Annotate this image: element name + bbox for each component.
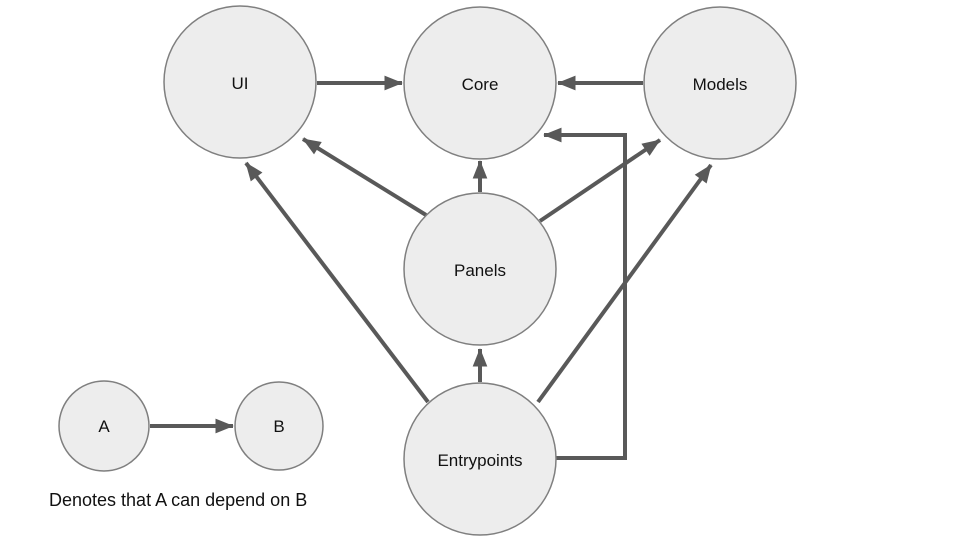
edges-group (244, 75, 713, 460)
edge-panels-to-models (538, 138, 662, 223)
edge-entrypoints-to-ui (244, 161, 430, 404)
node-ui-label: UI (232, 74, 249, 93)
legend-caption: Denotes that A can depend on B (49, 490, 307, 510)
node-models-label: Models (693, 75, 748, 94)
legend-node-a-circle (58, 380, 150, 472)
node-entrypoints: Entrypoints (403, 382, 557, 536)
node-panels-label: Panels (454, 261, 506, 280)
node-entrypoints-circle (403, 382, 557, 536)
legend: A B Denotes that A can depend on B (49, 380, 324, 510)
node-panels-circle (403, 192, 557, 346)
edge-entrypoints-to-core-elbow (543, 127, 627, 460)
node-models-circle (643, 6, 797, 160)
node-core-circle (403, 6, 557, 160)
node-panels: Panels (403, 192, 557, 346)
node-core: Core (403, 6, 557, 160)
legend-node-b-circle (234, 381, 324, 471)
node-ui: UI (163, 5, 317, 159)
node-core-label: Core (462, 75, 499, 94)
edge-panels-to-ui (301, 137, 428, 217)
node-ui-circle (163, 5, 317, 159)
node-entrypoints-label: Entrypoints (437, 451, 522, 470)
legend-node-a-label: A (98, 417, 110, 436)
legend-node-b-label: B (273, 417, 284, 436)
node-models: Models (643, 6, 797, 160)
